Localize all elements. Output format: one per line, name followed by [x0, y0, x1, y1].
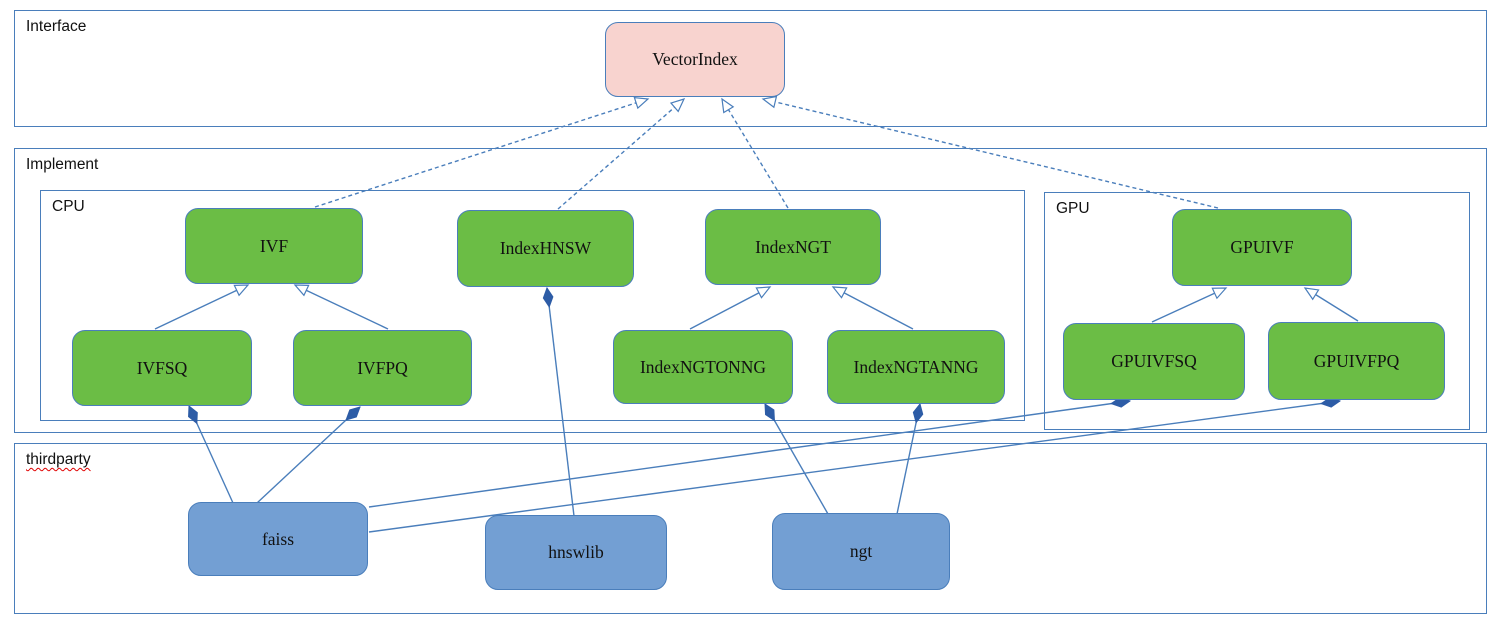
- container-cpu: CPU: [40, 190, 1025, 421]
- edge-indexngt-vectorindex: [721, 97, 789, 209]
- container-interface: Interface: [14, 10, 1487, 127]
- edge-indexngtanng-indexngt: [831, 286, 914, 330]
- node-indexngtanng: IndexNGTANNG: [827, 330, 1005, 404]
- node-gpuivfsq: GPUIVFSQ: [1063, 323, 1245, 400]
- node-gpuivf: GPUIVF: [1172, 209, 1352, 286]
- node-ivfpq: IVFPQ: [293, 330, 472, 406]
- edge-ivfsq-faiss: [189, 406, 234, 504]
- edge-ivfpq-faiss: [256, 407, 360, 504]
- node-indexhnsw: IndexHNSW: [457, 210, 634, 287]
- edge-gpuivfpq-faiss: [368, 401, 1340, 533]
- edge-indexhnsw-hnswlib: [547, 288, 575, 517]
- node-ivf: IVF: [185, 208, 363, 284]
- node-ivfsq: IVFSQ: [72, 330, 252, 406]
- container-thirdparty-label: thirdparty: [26, 451, 91, 468]
- container-thirdparty: thirdparty: [14, 443, 1487, 614]
- container-implement-label: Implement: [26, 156, 99, 173]
- edge-ivfpq-ivf: [293, 284, 389, 330]
- node-gpuivfpq: GPUIVFPQ: [1268, 322, 1445, 400]
- edge-gpuivfsq-gpuivf: [1151, 287, 1228, 323]
- edge-ivfsq-ivf: [154, 284, 250, 330]
- edge-indexngtonng-indexngt: [689, 286, 772, 330]
- edge-gpuivfsq-faiss: [368, 401, 1130, 508]
- node-vectorindex: VectorIndex: [605, 22, 785, 97]
- node-hnswlib: hnswlib: [485, 515, 667, 590]
- edge-gpuivfpq-gpuivf: [1303, 287, 1359, 322]
- container-interface-label: Interface: [26, 18, 87, 35]
- node-indexngt: IndexNGT: [705, 209, 881, 285]
- node-indexngtonng: IndexNGTONNG: [613, 330, 793, 404]
- container-gpu: GPU: [1044, 192, 1470, 430]
- container-gpu-label: GPU: [1056, 200, 1090, 217]
- edge-indexngtonng-ngt: [764, 404, 829, 515]
- edge-gpuivf-vectorindex: [761, 95, 1219, 209]
- node-ngt: ngt: [772, 513, 950, 590]
- node-faiss: faiss: [188, 502, 368, 576]
- container-implement: Implement: [14, 148, 1487, 433]
- edge-ivf-vectorindex: [314, 96, 650, 208]
- container-cpu-label: CPU: [52, 198, 85, 215]
- edge-indexhnsw-vectorindex: [557, 98, 686, 210]
